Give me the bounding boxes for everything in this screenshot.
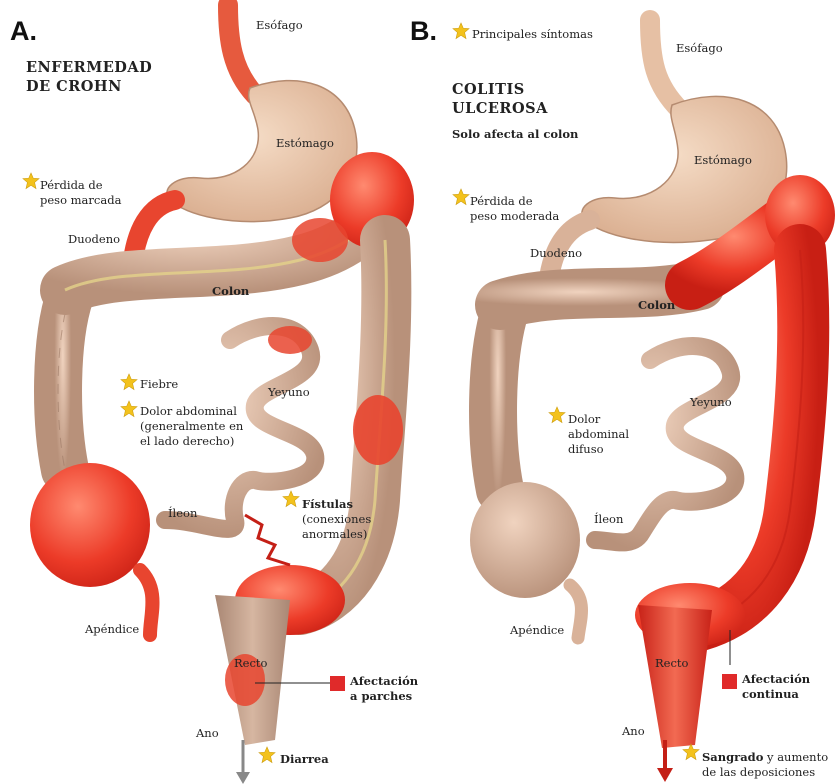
symptom-fistulas-a-line2: (conexiones	[302, 512, 371, 527]
panel-b-letter: B.	[410, 16, 437, 47]
symptom-peso-b-line2: peso moderada	[470, 209, 559, 224]
symptom-fistulas-a-line3: anormales)	[302, 527, 371, 542]
panel-b-subtitle: Solo afecta al colon	[452, 127, 578, 142]
label-duodeno-a: Duodeno	[68, 232, 120, 247]
cecum-a	[30, 463, 150, 587]
panel-a-letter: A.	[10, 16, 37, 47]
symptom-sangrado-b-line1: Sangrado y aumento	[702, 750, 828, 765]
legend-patchy-line1: Afectación	[350, 674, 418, 689]
legend-continuous-line1: Afectación	[742, 672, 810, 687]
symptom-sangrado-b: Sangrado y aumento de las deposiciones	[702, 750, 828, 780]
symptom-peso-a-line1: Pérdida de	[40, 178, 121, 193]
symptom-sangrado-b-rest: y aumento	[763, 750, 828, 764]
star-icon	[120, 373, 138, 391]
star-icon	[452, 22, 470, 40]
appendix-b	[570, 585, 582, 638]
appendix-a	[140, 570, 153, 635]
symptom-peso-b: Pérdida de peso moderada	[470, 194, 559, 224]
label-duodeno-b: Duodeno	[530, 246, 582, 261]
symptom-peso-b-line1: Pérdida de	[470, 194, 559, 209]
esophagus-b	[650, 20, 680, 110]
key-label: Principales síntomas	[472, 27, 593, 42]
symptom-dolor-b: Dolor abdominal difuso	[568, 412, 629, 457]
star-icon	[452, 188, 470, 206]
star-icon	[282, 490, 300, 508]
panel-a-title: ENFERMEDAD DE CROHN	[26, 58, 152, 96]
symptom-peso-a: Pérdida de peso marcada	[40, 178, 121, 208]
label-recto-a: Recto	[234, 656, 267, 671]
label-recto-b: Recto	[655, 656, 688, 671]
panel-a-title-line2: DE CROHN	[26, 77, 152, 96]
panel-b-title-line2: ULCEROSA	[452, 99, 548, 118]
label-ileon-a: Íleon	[168, 506, 197, 521]
star-icon	[548, 406, 566, 424]
symptom-diarrea-a: Diarrea	[280, 752, 329, 767]
label-ano-a: Ano	[196, 726, 219, 741]
symptom-dolor-b-line1: Dolor	[568, 412, 629, 427]
symptom-dolor-b-line3: difuso	[568, 442, 629, 457]
descending-colon-b	[700, 250, 803, 625]
label-yeyuno-a: Yeyuno	[268, 385, 310, 400]
symptom-dolor-a-line3: el lado derecho)	[140, 434, 243, 449]
label-apendice-a: Apéndice	[85, 622, 139, 637]
symptom-fistulas-a: Fístulas (conexiones anormales)	[302, 497, 371, 542]
legend-patchy-swatch	[330, 676, 345, 691]
star-icon	[120, 400, 138, 418]
panel-b-title-line1: COLITIS	[452, 80, 548, 99]
label-estomago-a: Estómago	[276, 136, 334, 151]
panel-b-title: COLITIS ULCEROSA	[452, 80, 548, 118]
symptom-dolor-a: Dolor abdominal (generalmente en el lado…	[140, 404, 243, 449]
rectum-b	[638, 605, 712, 748]
fistula-a	[245, 515, 290, 565]
symptom-dolor-a-line2: (generalmente en	[140, 419, 243, 434]
label-colon-b: Colon	[638, 298, 675, 313]
panel-a-title-line1: ENFERMEDAD	[26, 58, 152, 77]
symptom-sangrado-b-line2: de las deposiciones	[702, 765, 828, 780]
label-ano-b: Ano	[622, 724, 645, 739]
label-apendice-b: Apéndice	[510, 623, 564, 638]
symptom-dolor-a-line1: Dolor abdominal	[140, 404, 243, 419]
label-esofago-b: Esófago	[676, 41, 723, 56]
legend-patchy-line2: a parches	[350, 689, 418, 704]
label-yeyuno-b: Yeyuno	[690, 395, 732, 410]
symptom-fistulas-a-line1: Fístulas	[302, 497, 371, 512]
symptom-fiebre-a: Fiebre	[140, 377, 178, 392]
esophagus-a	[228, 5, 255, 95]
legend-continuous-swatch	[722, 674, 737, 689]
panel-a-organs	[30, 5, 414, 784]
legend-continuous-line2: continua	[742, 687, 810, 702]
legend-continuous: Afectación continua	[742, 672, 810, 702]
star-icon	[682, 743, 700, 761]
symptom-peso-a-line2: peso marcada	[40, 193, 121, 208]
legend-patchy: Afectación a parches	[350, 674, 418, 704]
star-icon	[258, 746, 276, 764]
ascending-colon-b	[493, 310, 505, 490]
cecum-b	[470, 482, 580, 598]
symptom-dolor-b-line2: abdominal	[568, 427, 629, 442]
symptom-sangrado-b-bold: Sangrado	[702, 750, 763, 764]
label-ileon-b: Íleon	[594, 512, 623, 527]
label-colon-a: Colon	[212, 284, 249, 299]
star-icon	[22, 172, 40, 190]
stomach-a	[167, 81, 357, 222]
label-estomago-b: Estómago	[694, 153, 752, 168]
label-esofago-a: Esófago	[256, 18, 303, 33]
